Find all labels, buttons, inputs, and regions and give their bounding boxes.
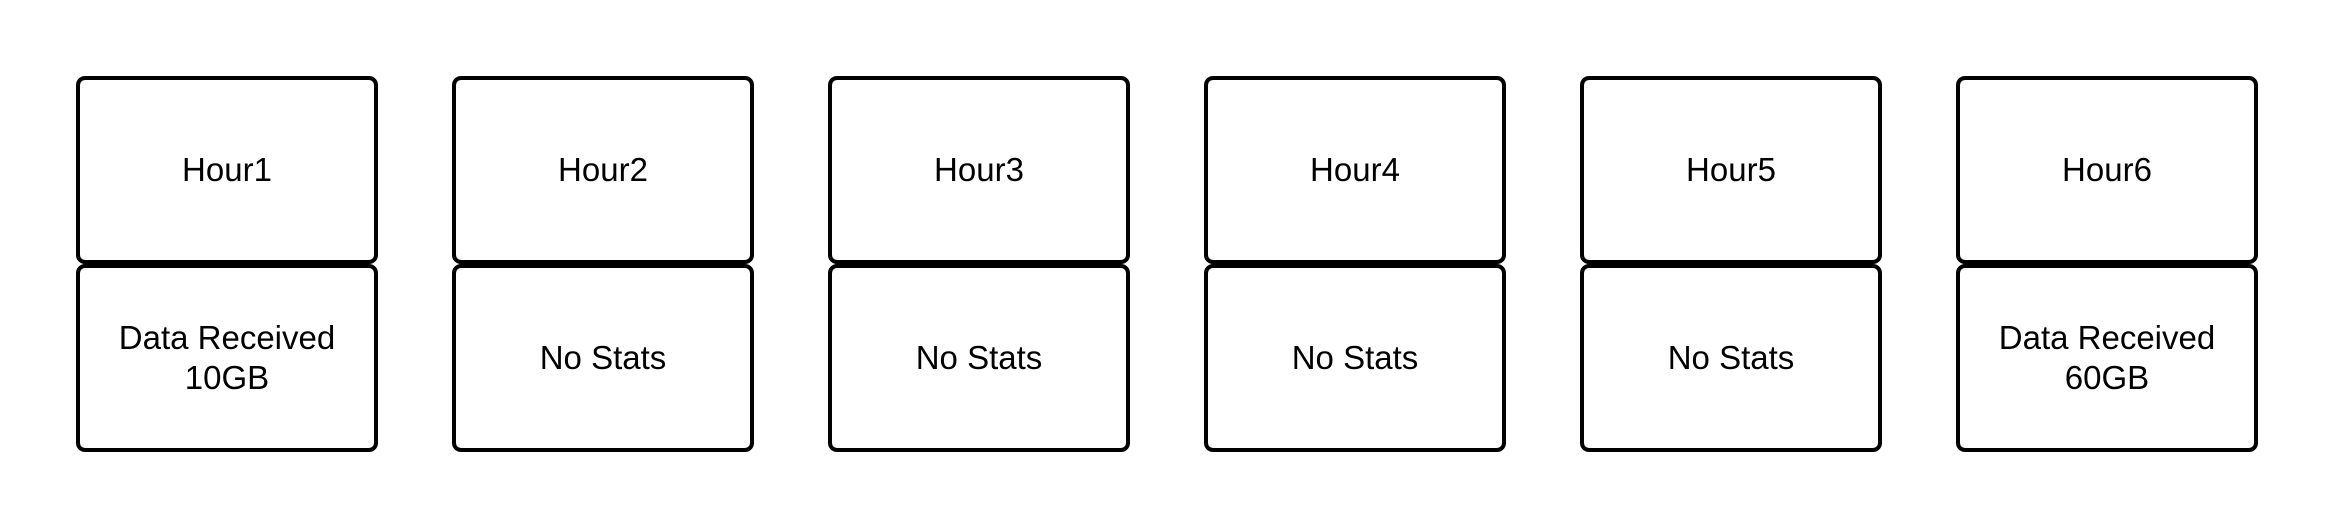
- hour-header-box: Hour6: [1956, 76, 2258, 264]
- hour-label: Hour4: [1310, 151, 1400, 188]
- hour-status-box: Data Received 60GB: [1956, 264, 2258, 452]
- hour-header-box: Hour4: [1204, 76, 1506, 264]
- hour-label: Hour1: [182, 151, 272, 188]
- hour-column-5: Hour5 No Stats: [1580, 76, 1882, 452]
- hour-status-box: Data Received 10GB: [76, 264, 378, 452]
- hour-label: Hour3: [934, 151, 1024, 188]
- hour-status-box: No Stats: [1580, 264, 1882, 452]
- hour-header-box: Hour2: [452, 76, 754, 264]
- hour-status-text: No Stats: [915, 339, 1043, 376]
- hour-label: Hour6: [2062, 151, 2152, 188]
- hour-header-box: Hour3: [828, 76, 1130, 264]
- hour-status-text: No Stats: [1291, 339, 1419, 376]
- hour-header-box: Hour5: [1580, 76, 1882, 264]
- hour-status-box: No Stats: [828, 264, 1130, 452]
- hour-column-1: Hour1 Data Received 10GB: [76, 76, 378, 452]
- hour-status-box: No Stats: [1204, 264, 1506, 452]
- hour-column-2: Hour2 No Stats: [452, 76, 754, 452]
- hour-status-text: No Stats: [1667, 339, 1795, 376]
- hour-status-box: No Stats: [452, 264, 754, 452]
- hour-label: Hour2: [558, 151, 648, 188]
- hour-status-text: Data Received 60GB: [1998, 319, 2216, 396]
- hour-label: Hour5: [1686, 151, 1776, 188]
- hour-column-6: Hour6 Data Received 60GB: [1956, 76, 2258, 452]
- hour-status-text: No Stats: [539, 339, 667, 376]
- hour-status-text: Data Received 10GB: [118, 319, 336, 396]
- hour-column-3: Hour3 No Stats: [828, 76, 1130, 452]
- hour-header-box: Hour1: [76, 76, 378, 264]
- hour-column-4: Hour4 No Stats: [1204, 76, 1506, 452]
